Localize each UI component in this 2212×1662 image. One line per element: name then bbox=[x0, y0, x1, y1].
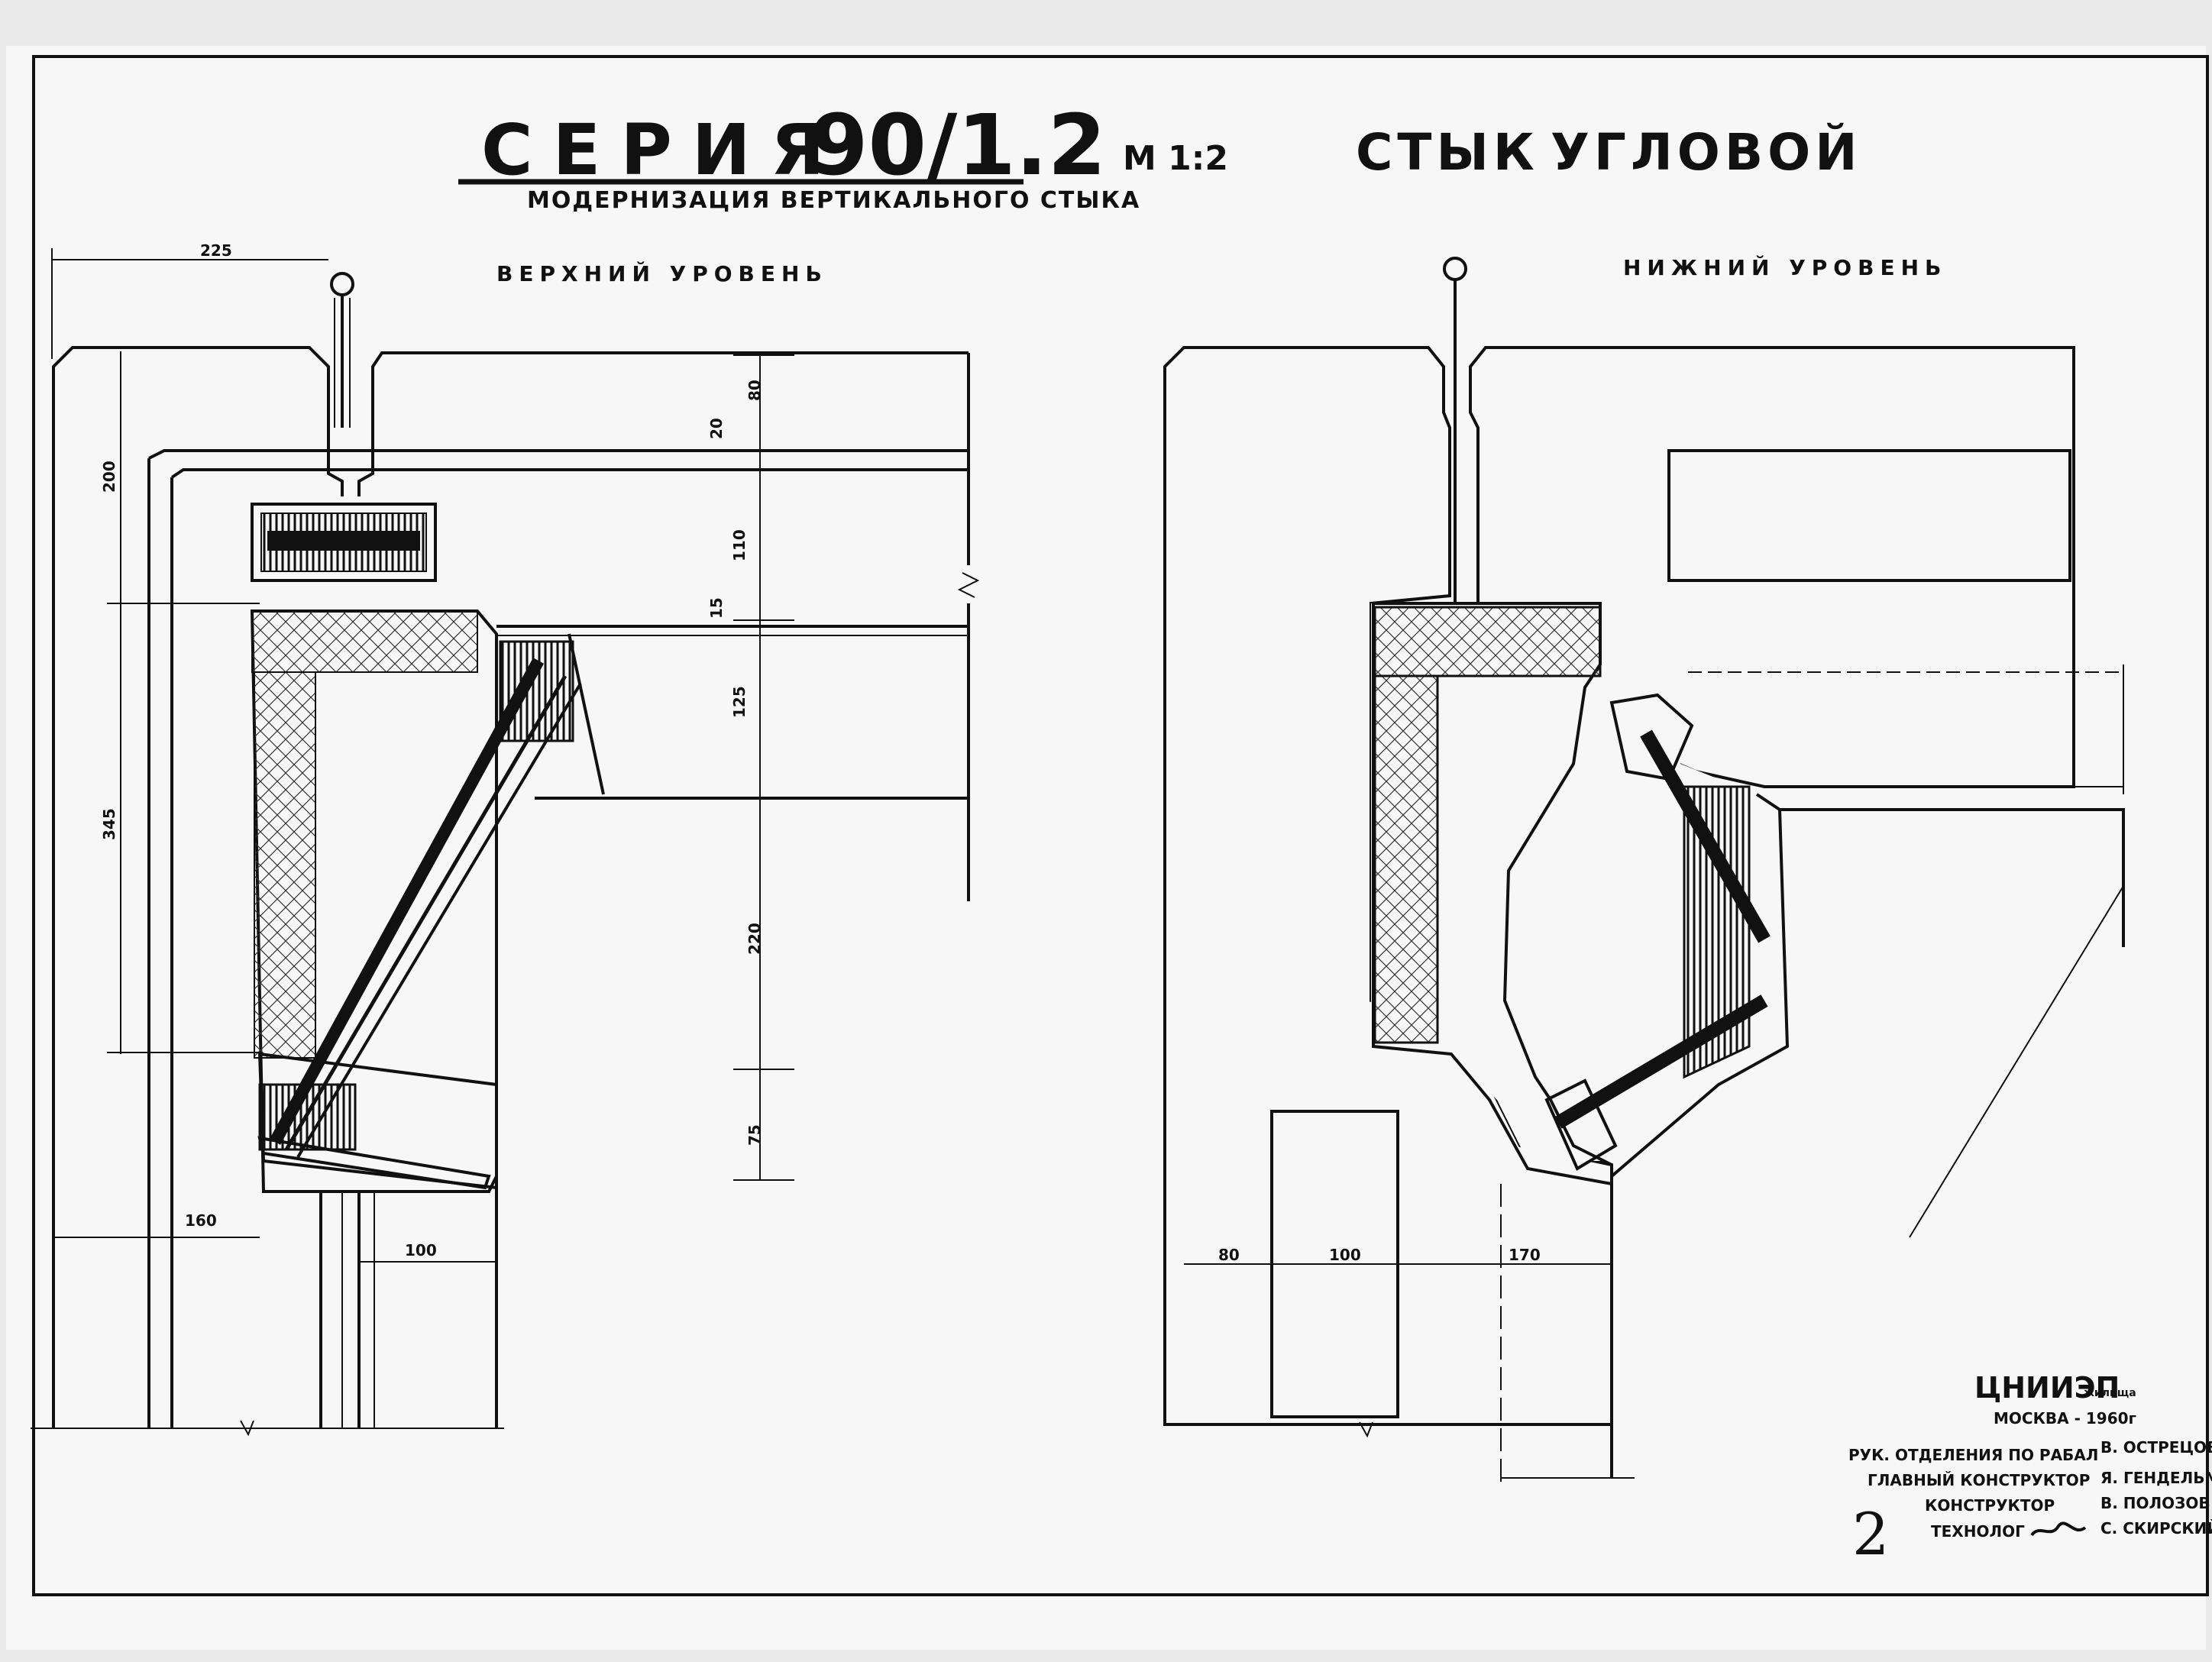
stamp-name-3: В. ПОЛОЗОВ bbox=[2100, 1494, 2210, 1512]
dim-170: 170 bbox=[1509, 1246, 1541, 1264]
sheet-number: 2 bbox=[1852, 1500, 1889, 1568]
dim-220: 220 bbox=[745, 923, 764, 955]
dim-125: 125 bbox=[730, 686, 749, 718]
scale-label: М 1:2 bbox=[1123, 139, 1228, 178]
drawing-frame bbox=[32, 55, 2209, 1596]
diagonal-brace-right bbox=[1554, 729, 1771, 1129]
dim-100-left: 100 bbox=[405, 1241, 437, 1259]
striped-steel-plate bbox=[1683, 785, 1751, 1079]
series-word: СЕРИЯ bbox=[481, 109, 845, 191]
left-wall-panel-outline bbox=[52, 346, 344, 1428]
dim-100-right: 100 bbox=[1329, 1246, 1361, 1264]
stamp-name-1: В. ОСТРЕЦОВ bbox=[2100, 1438, 2212, 1457]
stamp-name-4: С. СКИРСКИЙ bbox=[2100, 1519, 2212, 1538]
dim-200: 200 bbox=[100, 461, 118, 493]
diagonal-brace-left bbox=[269, 658, 582, 1159]
brace-anchor-top bbox=[499, 640, 574, 742]
dim-15: 15 bbox=[707, 597, 726, 619]
stamp-org-suffix: жилища bbox=[2084, 1387, 2136, 1399]
dim-80-right: 80 bbox=[1218, 1246, 1240, 1264]
dim-75: 75 bbox=[745, 1124, 764, 1146]
dim-110: 110 bbox=[730, 529, 749, 561]
brace-anchor-upper bbox=[1609, 693, 1694, 781]
stamp-role-2: ГЛАВНЫЙ КОНСТРУКТОР bbox=[1868, 1471, 2090, 1489]
right-view-label: НИЖНИЙ УРОВЕНЬ bbox=[1623, 254, 1947, 280]
dim-20: 20 bbox=[707, 418, 726, 439]
technologist-signature bbox=[2030, 1521, 2087, 1537]
insulation-insert-top bbox=[1667, 449, 2071, 582]
left-view-upper-level: ВЕРХНИЙ УРОВЕНЬ 225 bbox=[31, 241, 980, 1437]
subtitle: МОДЕРНИЗАЦИЯ ВЕРТИКАЛЬНОГО СТЫКА bbox=[527, 187, 1140, 214]
stamp-city-year: МОСКВА - 1960г bbox=[1994, 1409, 2136, 1428]
stamp-role-1: РУК. ОТДЕЛЕНИЯ ПО РАБАЛ bbox=[1848, 1446, 2098, 1464]
series-number: 90/1.2 bbox=[810, 96, 1106, 194]
brace-anchor-lower bbox=[1544, 1078, 1618, 1171]
stamp-block: ЦНИИЭП жилища МОСКВА - 1960г РУК. ОТДЕЛЕ… bbox=[1848, 1371, 2212, 1568]
brace-anchor-bottom bbox=[258, 1083, 357, 1151]
joint-title-word-2: УГЛОВОЙ bbox=[1551, 122, 1862, 182]
concrete-core-right bbox=[1372, 602, 1613, 1186]
stamp-name-2: Я. ГЕНДЕЛЬМАН bbox=[2100, 1469, 2212, 1487]
dim-80-left: 80 bbox=[745, 380, 764, 401]
joint-title-word-1: СТЫК bbox=[1356, 123, 1539, 182]
paper-sheet bbox=[6, 46, 2206, 1650]
left-view-label: ВЕРХНИЙ УРОВЕНЬ bbox=[496, 260, 828, 286]
top-connector-plate bbox=[251, 503, 437, 582]
dim-160: 160 bbox=[185, 1211, 217, 1230]
stamp-organization: ЦНИИЭП bbox=[1974, 1371, 2120, 1405]
stamp-role-3: КОНСТРУКТОР bbox=[1925, 1496, 2055, 1515]
right-view-lower-level: НИЖНИЙ УРОВЕНЬ bbox=[1163, 254, 2125, 1482]
title-block: СЕРИЯ 90/1.2 МОДЕРНИЗАЦИЯ ВЕРТИКАЛЬНОГО … bbox=[458, 96, 1862, 214]
stamp-role-4: ТЕХНОЛОГ bbox=[1931, 1522, 2025, 1541]
dim-225: 225 bbox=[200, 241, 232, 260]
dim-345: 345 bbox=[100, 808, 118, 840]
